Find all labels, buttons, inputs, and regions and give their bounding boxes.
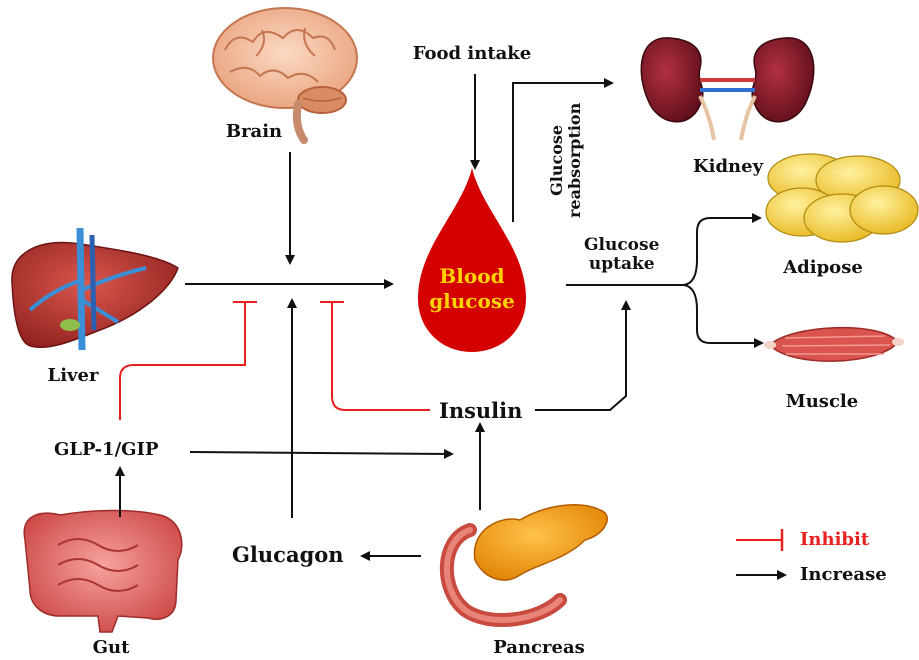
glucose-reabsorption-label: Glucose reabsorption (548, 103, 585, 218)
inhibit-insulin-path (332, 303, 430, 410)
insulin-label: Insulin (439, 399, 522, 422)
food-intake-label: Food intake (413, 44, 532, 64)
brain-label: Brain (226, 122, 282, 142)
glucose-reabsorption-line-1: Glucose (548, 103, 566, 218)
arrow-to-muscle (684, 285, 762, 343)
blood-glucose-line-1: Blood (429, 264, 515, 289)
kidney-icon (641, 38, 813, 140)
glucose-uptake-line-2: uptake (584, 255, 659, 274)
blood-glucose-line-2: glucose (429, 289, 515, 314)
legend (736, 529, 785, 575)
liver-icon (12, 228, 178, 350)
legend-inhibit-label: Inhibit (800, 530, 869, 550)
arrow-to-adipose (684, 218, 760, 285)
adipose-label: Adipose (783, 258, 863, 278)
arrow-glp1-to-insulin (190, 452, 452, 454)
glucose-uptake-line-1: Glucose (584, 236, 659, 255)
pancreas-label: Pancreas (493, 638, 585, 658)
kidney-label: Kidney (693, 157, 763, 177)
gut-icon (24, 510, 182, 632)
glp1-gip-label: GLP-1/GIP (54, 440, 158, 460)
glucagon-label: Glucagon (232, 543, 344, 566)
pancreas-icon (447, 505, 607, 620)
inhibit-glp1-to-liver-path (120, 303, 245, 420)
muscle-icon (764, 328, 904, 362)
adipose-icon (766, 154, 918, 242)
inhibit-arrows (120, 302, 430, 420)
glucose-reabsorption-line-2: reabsorption (566, 103, 584, 218)
gut-label: Gut (93, 638, 130, 658)
arrow-insulin-to-uptake (535, 302, 626, 410)
muscle-label: Muscle (786, 392, 858, 412)
glucose-uptake-label: Glucose uptake (584, 236, 659, 273)
blood-drop-icon (418, 168, 526, 352)
blood-glucose-label: Blood glucose (429, 264, 515, 314)
liver-label: Liver (48, 366, 99, 386)
legend-increase-label: Increase (800, 565, 887, 585)
